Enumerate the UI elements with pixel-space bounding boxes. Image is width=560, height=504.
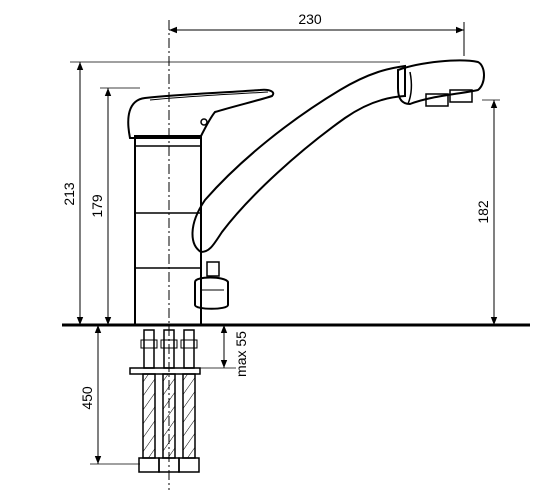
dim-spout-height: 182 bbox=[475, 99, 500, 325]
filter-tap-lever bbox=[194, 261, 229, 310]
dim-label-450: 450 bbox=[79, 386, 95, 410]
dim-spout-reach: 230 bbox=[169, 11, 465, 56]
hose-center bbox=[158, 329, 180, 473]
dim-max-thickness: max 55 bbox=[200, 325, 249, 377]
spout bbox=[191, 64, 406, 254]
dim-label-179: 179 bbox=[89, 194, 105, 218]
mounting-hoses bbox=[129, 329, 201, 473]
dim-total-height: 213 bbox=[61, 61, 400, 325]
lever-handle bbox=[127, 88, 275, 139]
faucet-body bbox=[134, 135, 202, 326]
dim-label-max-55: max 55 bbox=[233, 331, 249, 377]
dim-label-213: 213 bbox=[61, 182, 77, 206]
hose-left bbox=[138, 329, 160, 473]
dim-hose-length: 450 bbox=[79, 325, 140, 465]
hose-right bbox=[178, 329, 200, 473]
dim-body-height: 179 bbox=[89, 87, 140, 325]
spout-head bbox=[397, 59, 485, 107]
dim-label-230: 230 bbox=[298, 11, 322, 27]
dim-label-182: 182 bbox=[475, 200, 491, 224]
